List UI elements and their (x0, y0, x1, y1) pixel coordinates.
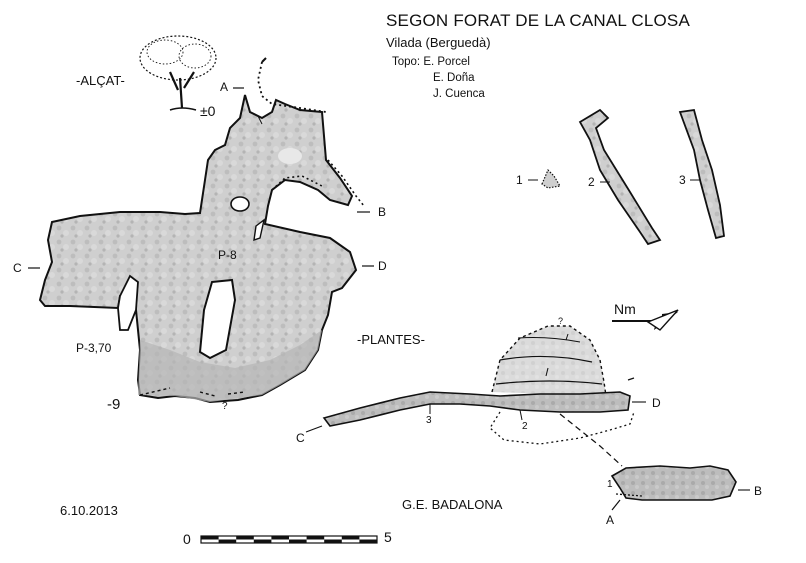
elevation-point-b: B (378, 205, 387, 219)
plan-point-b: B (754, 484, 763, 498)
elevation-point-d: D (378, 259, 387, 273)
scale-bar (200, 535, 378, 544)
plan-section-3: 3 (426, 415, 432, 426)
elevation-unknown-mark: ? (222, 401, 228, 412)
section-2-label: 2 (588, 175, 595, 189)
pitch-main-label: P-8 (218, 248, 237, 262)
plan-unknown-mark: ? (558, 316, 564, 326)
cross-section-3 (678, 108, 725, 240)
plan-section-1: 1 (607, 479, 613, 490)
topo-name-3: J. Cuenca (433, 88, 485, 100)
scale-max-label: 5 (384, 529, 392, 545)
north-arrow-icon (612, 309, 679, 331)
cross-section-1 (528, 168, 561, 189)
depth-bottom-label: -9 (107, 396, 121, 413)
elevation-point-a: A (220, 80, 229, 94)
elevation-profile (28, 57, 374, 404)
plan-view (305, 325, 750, 511)
plan-point-d: D (652, 396, 661, 410)
plan-point-c: C (296, 431, 305, 445)
survey-title: SEGON FORAT DE LA CANAL CLOSA (386, 11, 691, 30)
plan-point-a: A (606, 513, 615, 527)
topo-credit: Topo: E. Porcel (392, 56, 470, 68)
north-label: Nm (614, 301, 636, 317)
plans-section-label: -PLANTES- (357, 332, 425, 347)
section-1-label: 1 (516, 173, 523, 187)
topo-name-2: E. Doña (433, 72, 475, 84)
section-3-label: 3 (679, 173, 686, 187)
survey-date: 6.10.2013 (60, 503, 118, 518)
elevation-datum: ±0 (200, 103, 216, 119)
elevation-section-label: -ALÇAT- (76, 73, 125, 88)
survey-location: Vilada (Berguedà) (386, 35, 491, 50)
club-name: G.E. BADALONA (402, 497, 503, 512)
pitch-side-label: P-3,70 (76, 341, 112, 355)
plan-section-2: 2 (522, 421, 528, 432)
tree-icon (139, 35, 217, 111)
elevation-point-c: C (13, 261, 22, 275)
scale-min-label: 0 (183, 531, 191, 547)
cross-section-2 (578, 108, 662, 246)
